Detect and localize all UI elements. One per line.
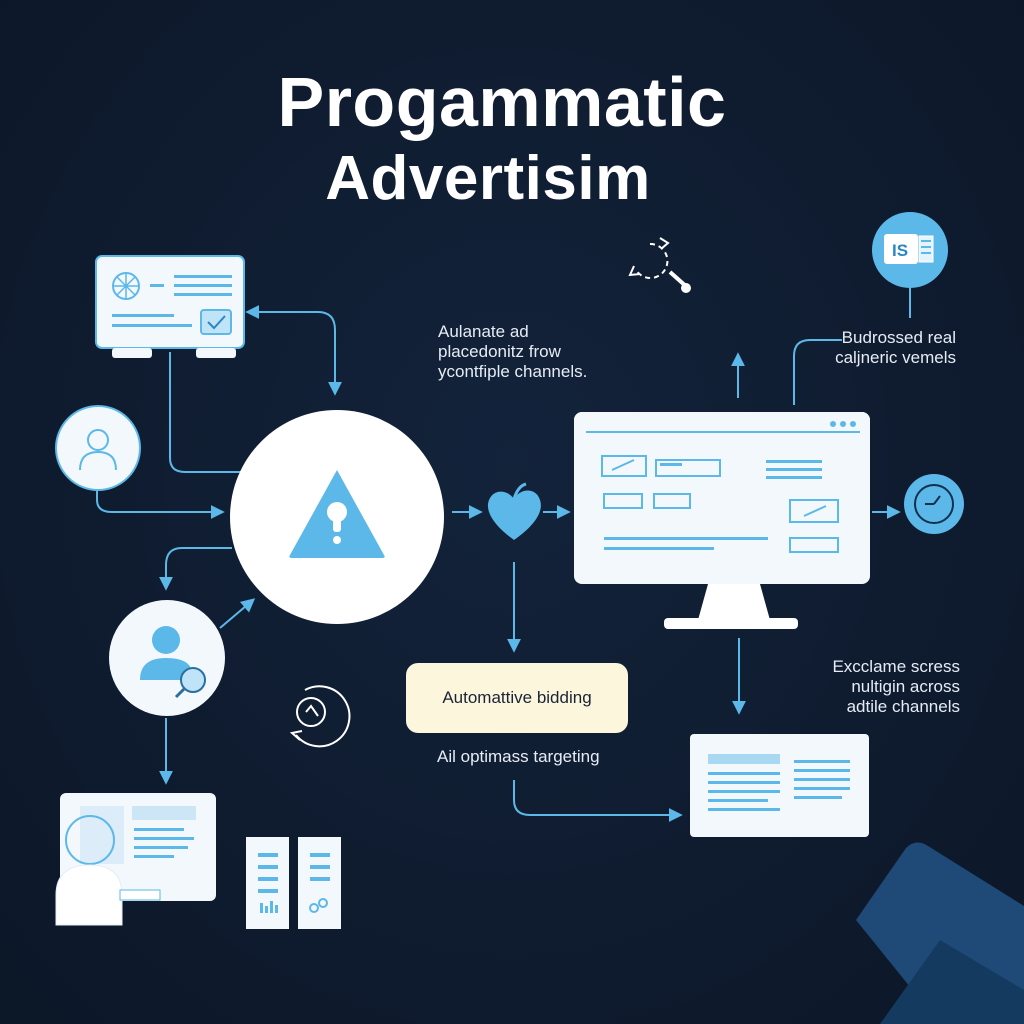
connector-monitor-down	[169, 352, 244, 473]
refresh-cycle-icon	[289, 685, 351, 748]
profile-card	[55, 793, 216, 926]
caption-line: caljneric vemels	[835, 348, 956, 367]
connector-circle-to-avatar	[159, 547, 232, 591]
desktop-monitor	[574, 412, 870, 629]
analyst-avatar-icon	[109, 600, 225, 716]
corner-decoration	[856, 842, 1024, 1024]
caption-line: Aulanate ad	[438, 322, 529, 341]
connector-user-to-circle	[96, 490, 225, 519]
caption-right-top: Budrossed real caljneric vemels	[736, 328, 956, 368]
connector-caption-screen	[793, 339, 842, 405]
heart-icon	[487, 482, 541, 540]
caption-left-top: Aulanate ad placedonitz frow ycontfiple …	[438, 322, 638, 382]
badge-text: IS	[892, 241, 908, 260]
caption-line: adtile channels	[846, 697, 960, 716]
caption-bottom: Ail optimass targeting	[437, 747, 600, 766]
caption-line: ycontfiple channels.	[438, 362, 588, 381]
report-card	[690, 734, 869, 837]
connector-bottom-to-card	[513, 780, 683, 822]
bidding-pill: Automattive bidding	[406, 663, 628, 733]
title-line-2: Advertisim	[325, 144, 651, 213]
report-documents	[246, 837, 341, 929]
alert-triangle-icon	[230, 410, 444, 624]
dashboard-monitor	[95, 255, 245, 358]
caption-line: nultigin across	[851, 677, 960, 696]
caption-line: Budrossed real	[841, 328, 956, 347]
user-icon	[55, 405, 141, 491]
title-line-1: Progammatic	[277, 63, 727, 141]
caption-line: placedonitz frow	[438, 342, 561, 361]
caption-right-mid: Excclame scress nultigin across adtile c…	[740, 657, 960, 717]
is-badge-icon: IS	[872, 212, 948, 288]
bidding-label: Automattive bidding	[442, 688, 592, 707]
caption-line: Excclame scress	[832, 657, 960, 676]
clock-icon	[904, 474, 964, 534]
connector-lines	[96, 288, 911, 822]
connector-avatar-to-circle	[219, 598, 256, 629]
connector-monitor-to-circle	[245, 305, 342, 396]
search-tool-icon	[628, 237, 691, 293]
